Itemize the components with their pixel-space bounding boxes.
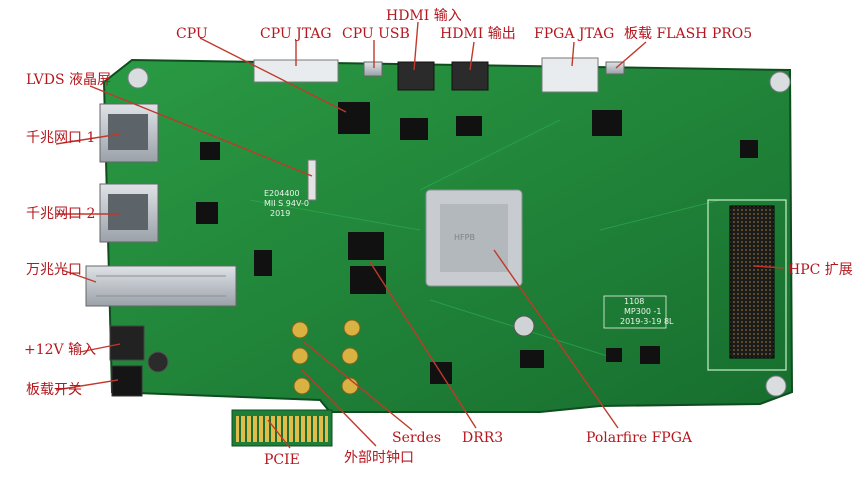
hpc-connector: [729, 205, 775, 359]
label-polarfire-fpga: Polarfire FPGA: [586, 430, 692, 446]
label-12v-input: +12V 输入: [24, 342, 97, 358]
silk-serial: 1108: [624, 297, 644, 306]
label-gbe-1: 千兆网口 1: [26, 130, 96, 146]
ethernet-port-2: [99, 183, 159, 243]
silk-board-line2: MII S 94V-0: [264, 199, 309, 208]
label-pcie: PCIE: [264, 452, 300, 468]
callout-leaders: [55, 21, 785, 449]
label-fpga-jtag: FPGA JTAG: [534, 26, 615, 42]
label-cpu-usb: CPU USB: [342, 26, 410, 42]
label-flash-pro5: 板载 FLASH PRO5: [624, 26, 753, 42]
silk-serial-line3: 2019-3-19 8L: [620, 317, 674, 326]
fpga-jtag-header: [541, 57, 599, 93]
polarfire-fpga-chip: [425, 189, 523, 287]
sfp-cage: [85, 265, 237, 307]
cpu-chip: [338, 102, 370, 134]
ethernet-port-1: [99, 103, 159, 163]
hdmi-in-connector: [397, 61, 435, 91]
label-hdmi-in: HDMI 输入: [386, 8, 462, 24]
silk-board-year: 2019: [270, 209, 290, 218]
label-cpu: CPU: [176, 26, 208, 42]
label-lvds: LVDS 液晶屏: [26, 72, 112, 88]
label-ext-clock: 外部时钟口: [344, 450, 414, 466]
label-serdes: Serdes: [392, 430, 441, 446]
label-cpu-jtag: CPU JTAG: [260, 26, 332, 42]
ddr3-chip-1: [348, 232, 384, 260]
cpu-usb-connector: [363, 61, 383, 77]
label-gbe-2: 千兆网口 2: [26, 206, 96, 222]
label-ddr3: DRR3: [462, 430, 504, 446]
power-switch: [111, 365, 143, 397]
label-10g-optical: 万兆光口: [26, 262, 82, 278]
ddr3-chip-2: [350, 266, 386, 294]
silk-board-id: E204400: [264, 189, 300, 198]
label-board-switch: 板载开关: [26, 382, 82, 398]
fpga-marking: HFPB: [454, 233, 475, 242]
power-jack: [109, 325, 145, 361]
silk-serial-line2: MP300 -1: [624, 307, 662, 316]
label-hdmi-out: HDMI 输出: [440, 26, 516, 42]
lvds-connector: [307, 159, 317, 201]
label-hpc: HPC 扩展: [788, 262, 853, 278]
